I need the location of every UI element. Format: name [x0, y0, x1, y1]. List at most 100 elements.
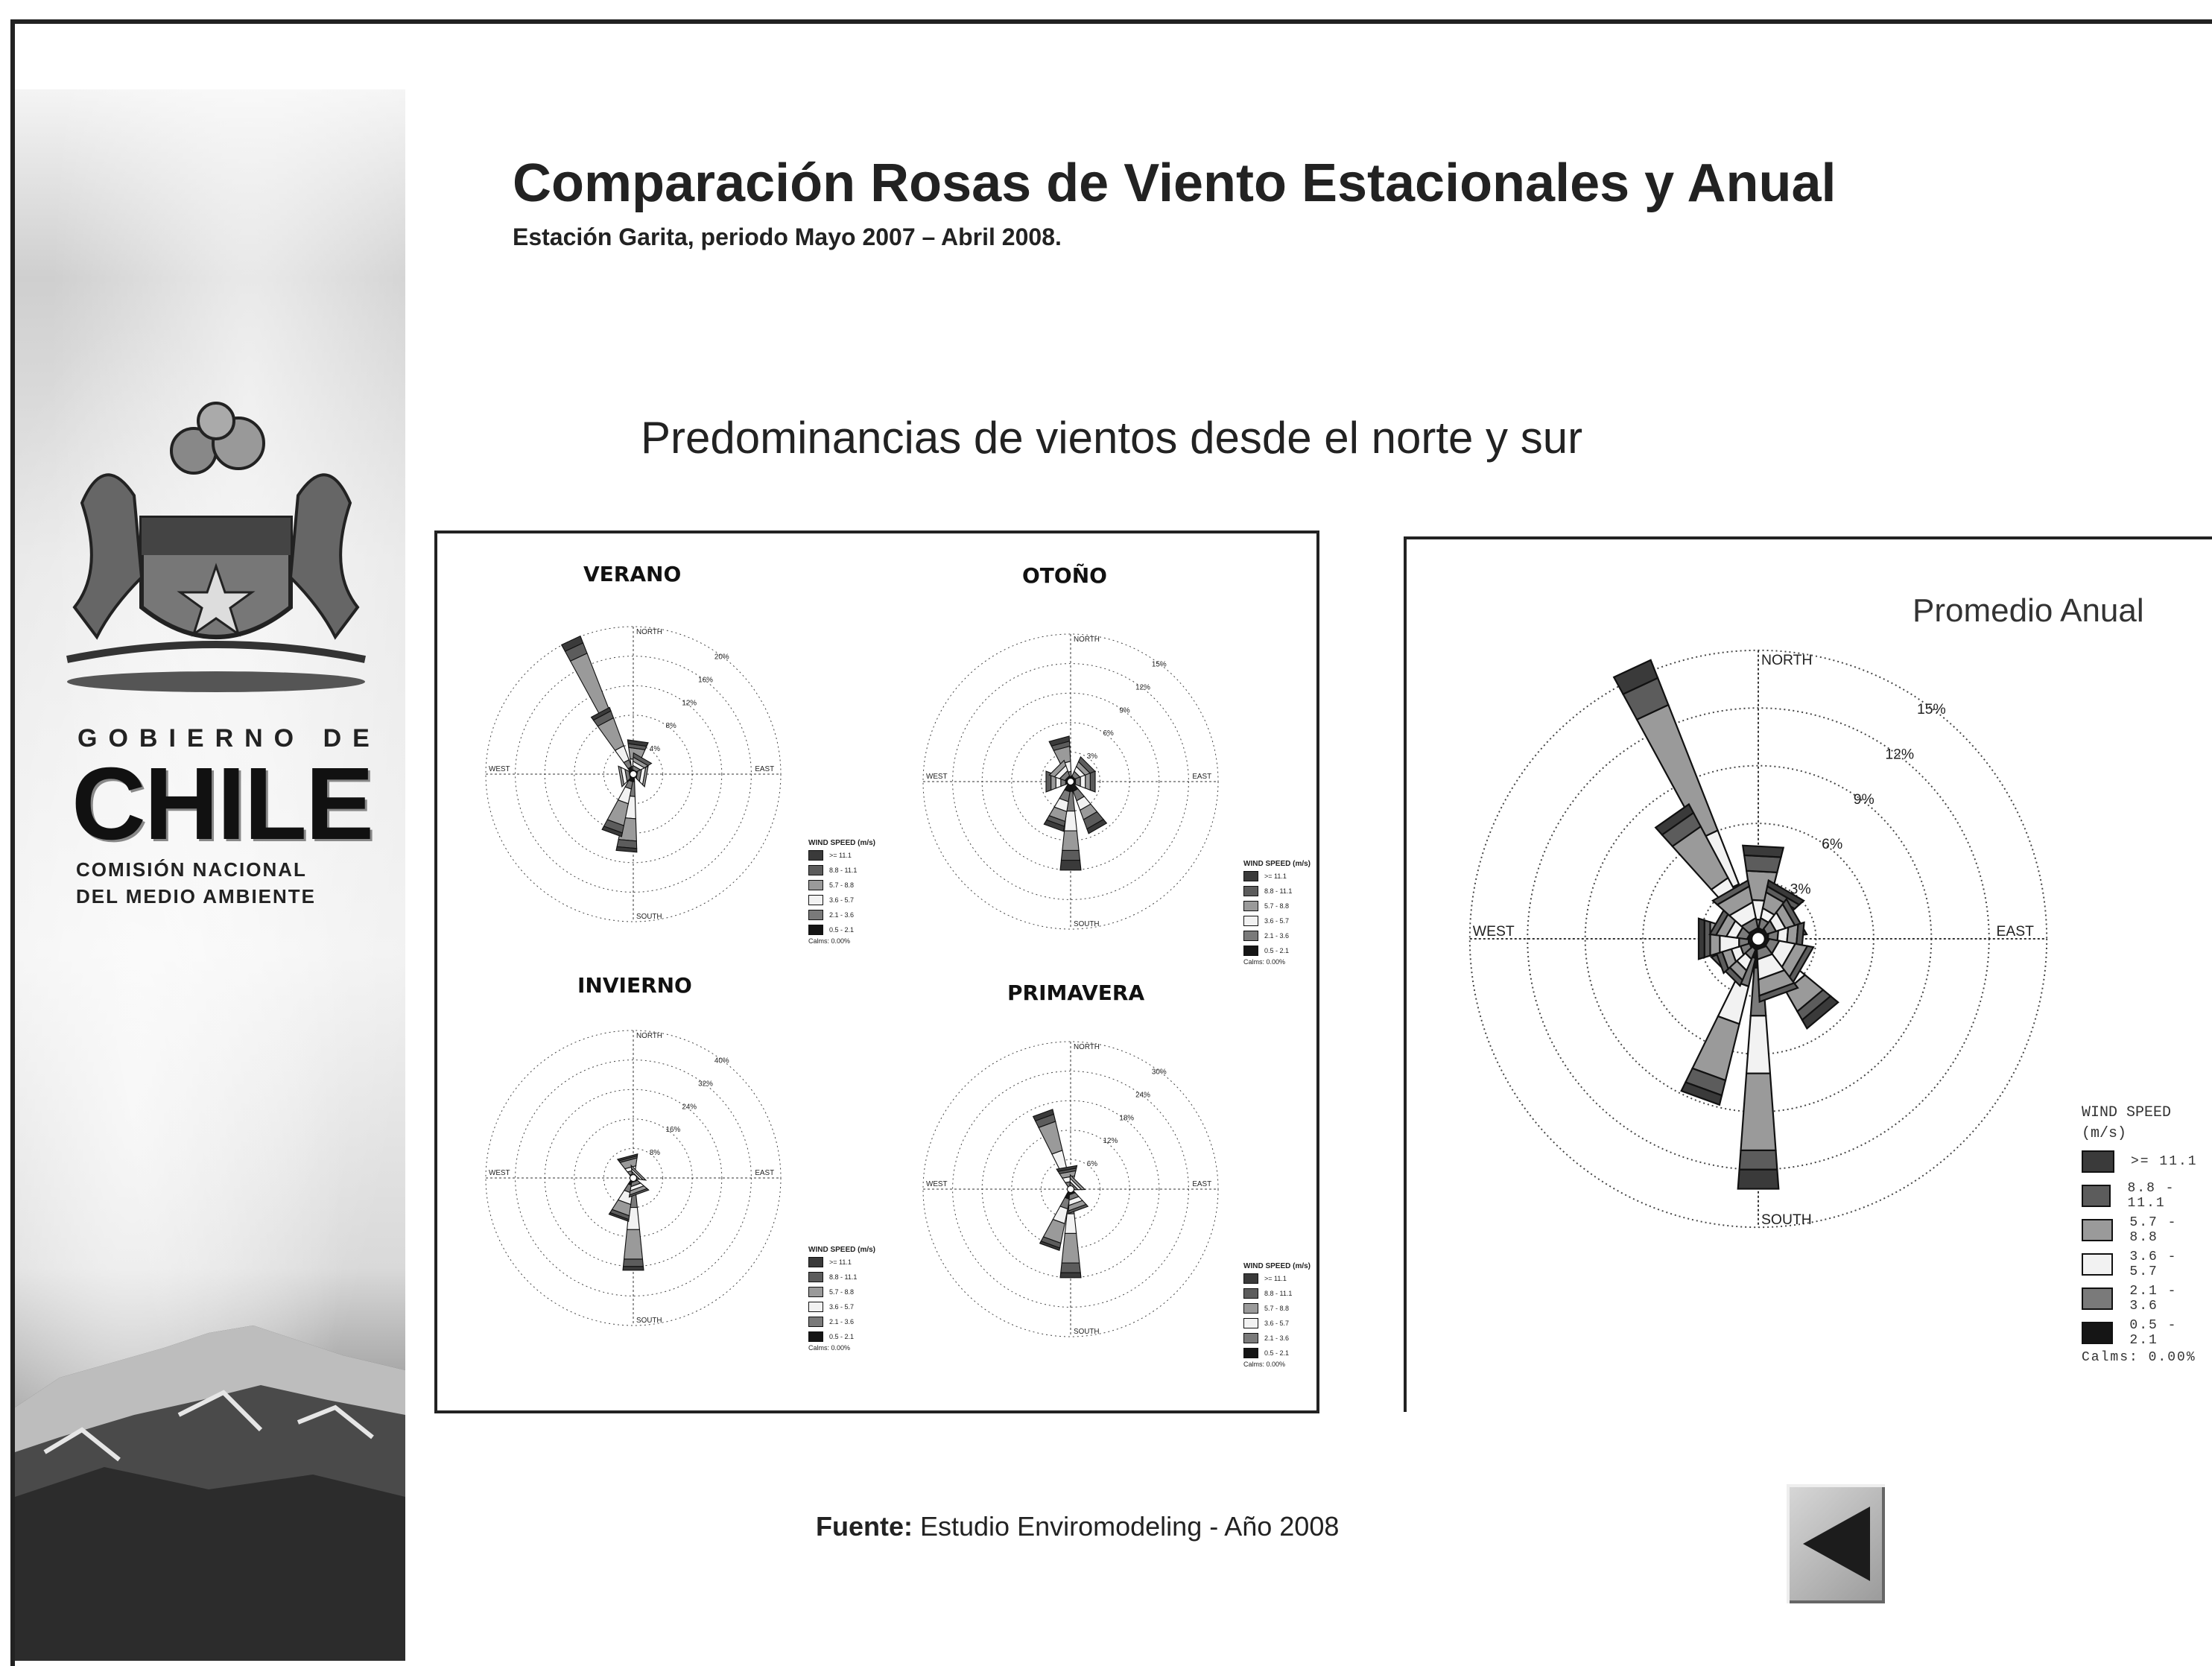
direction-label: NORTH [1074, 1043, 1100, 1051]
legend-swatch [808, 1317, 823, 1327]
legend-swatch [1243, 871, 1258, 881]
legend-label: >= 11.1 [829, 852, 852, 859]
legend-item: 2.1 - 3.6 [1243, 1331, 1311, 1346]
legend-swatch [808, 1287, 823, 1297]
petal-segment [622, 1258, 644, 1267]
legend-item: >= 11.1 [2082, 1144, 2212, 1179]
petal-segment [1089, 770, 1096, 793]
legend-label: 0.5 - 2.1 [829, 1333, 855, 1340]
center-dot [1751, 931, 1766, 946]
legend-label: 2.1 - 3.6 [829, 911, 855, 919]
petal-segment [1737, 1168, 1780, 1190]
petal-segment [1062, 830, 1080, 851]
legend-label: 5.7 - 8.8 [1264, 1305, 1290, 1312]
legend-label: 2.1 - 3.6 [1264, 932, 1290, 940]
legend-swatch [1243, 901, 1258, 911]
petal-segment [1075, 776, 1081, 788]
legend-swatch [1243, 946, 1258, 956]
direction-label: WEST [1473, 923, 1515, 940]
legend-calms: Calms: 0.00% [1243, 958, 1286, 966]
legend-label: 5.7 - 8.8 [1264, 902, 1290, 910]
ring [485, 1030, 782, 1326]
legend-item: 5.7 - 8.8 [1243, 899, 1311, 913]
petal-segment [616, 1153, 638, 1162]
ring-label: 9% [1119, 706, 1129, 715]
petal-segment [1060, 849, 1081, 861]
petal-segment [622, 1266, 644, 1271]
petal-segment [1741, 844, 1785, 858]
legend-swatch [1243, 931, 1258, 941]
petal-segment [618, 765, 625, 788]
legend-item: 3.6 - 5.7 [1243, 913, 1311, 928]
petal-segment [1711, 878, 1751, 906]
petal-segment [1740, 1072, 1777, 1152]
ring-label: 12% [1103, 1137, 1118, 1145]
legend-label: 3.6 - 5.7 [2129, 1250, 2178, 1279]
direction-label: SOUTH [1074, 920, 1100, 928]
petal-segment [627, 739, 649, 747]
ring [922, 633, 1219, 930]
direction-label: SOUTH [636, 1317, 662, 1325]
legend-title: WIND SPEED (m/s) [808, 1246, 876, 1254]
petal-segment [1758, 982, 1799, 1004]
petal-segment [633, 752, 653, 767]
ring-label: 6% [1103, 729, 1114, 738]
legend-calms: Calms: 0.00% [808, 1344, 851, 1352]
petal-segment [1612, 659, 1659, 696]
legend-swatch [2082, 1150, 2114, 1173]
legend-item: 0.5 - 2.1 [2082, 1316, 2212, 1350]
source-text: Estudio Enviromodeling - Año 2008 [913, 1511, 1340, 1542]
petal-segment [615, 846, 638, 853]
legend-calms: Calms: 0.00% [1243, 1361, 1286, 1368]
legend-title: WIND SPEED (m/s) [1243, 1262, 1311, 1270]
ring-label: 4% [650, 745, 660, 753]
petal-segment [1085, 772, 1091, 791]
legend-item: 3.6 - 5.7 [808, 893, 875, 908]
legend-label: 3.6 - 5.7 [1264, 917, 1290, 925]
legend-item: 0.5 - 2.1 [1243, 943, 1311, 958]
back-button[interactable] [1787, 1484, 1885, 1603]
direction-label: SOUTH [1761, 1212, 1812, 1228]
legend-swatch [1243, 1333, 1258, 1343]
legend-item: 8.8 - 11.1 [808, 1270, 875, 1285]
ring-label: 12% [1885, 746, 1914, 762]
gov-line-1: GOBIERNO DE [77, 724, 381, 753]
legend-label: 0.5 - 2.1 [2129, 1318, 2178, 1348]
petal-segment [641, 765, 649, 788]
ring-label: 3% [1790, 881, 1811, 898]
legend-label: 8.8 - 11.1 [1264, 887, 1293, 895]
direction-label: NORTH [636, 1032, 662, 1040]
ring-label: 30% [1152, 1068, 1167, 1077]
legend-calms: Calms: 0.00% [808, 937, 851, 945]
direction-label: WEST [926, 773, 948, 781]
legend-swatch [1243, 1288, 1258, 1299]
petal-segment [1060, 1262, 1081, 1273]
legend-label: 8.8 - 11.1 [829, 867, 858, 874]
back-arrow-icon [1803, 1507, 1870, 1581]
ring [922, 1041, 1219, 1337]
legend-swatch [1243, 1318, 1258, 1328]
direction-label: EAST [1996, 923, 2034, 940]
legend-title: WIND SPEED (m/s) [2082, 1104, 2172, 1142]
petal-segment [1059, 1272, 1082, 1279]
legend-label: 5.7 - 8.8 [829, 881, 855, 889]
direction-label: EAST [1192, 1180, 1211, 1188]
direction-label: WEST [926, 1180, 948, 1188]
petal-segment [1743, 854, 1782, 874]
petal-segment [1039, 1241, 1061, 1252]
legend-item: 0.5 - 2.1 [808, 1329, 875, 1344]
direction-label: EAST [1192, 773, 1211, 781]
legend-title: WIND SPEED (m/s) [808, 839, 876, 847]
petal-segment [590, 706, 612, 721]
direction-label: WEST [489, 765, 510, 773]
ring-label: 40% [714, 1057, 729, 1065]
ring-label: 8% [666, 722, 676, 730]
legend-swatch [1243, 1348, 1258, 1358]
petal-segment [1064, 1213, 1077, 1234]
legend-item: 8.8 - 11.1 [808, 863, 875, 878]
legend-swatch [2082, 1185, 2111, 1207]
